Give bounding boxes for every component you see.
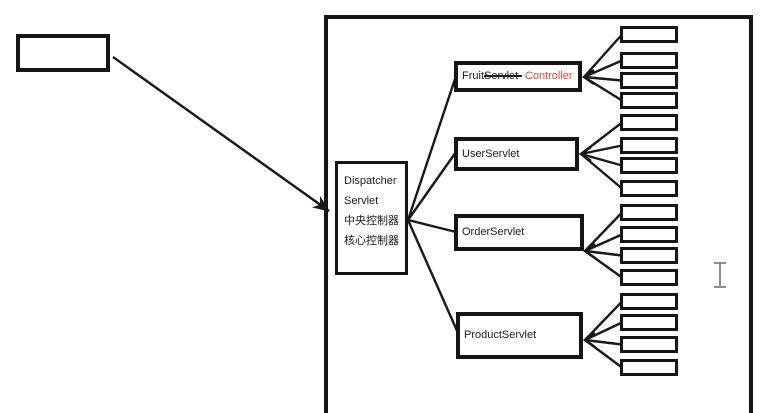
connector-line [584, 300, 623, 341]
connector-line [583, 75, 623, 102]
endpoint-box [620, 314, 678, 331]
dispatcher-servlet-box: Dispatcher Servlet 中央控制器 核心控制器 [335, 161, 408, 275]
product-servlet-label: ProductServlet [464, 329, 537, 341]
connector-line [406, 75, 458, 221]
connector-line [580, 152, 623, 167]
endpoint-box [620, 247, 678, 264]
fruit-label-annotation: Controller [524, 70, 573, 82]
connector-line [584, 249, 623, 257]
order-servlet-label: OrderServlet [462, 226, 525, 238]
order-servlet-box: OrderServlet [454, 214, 584, 251]
connector-line [583, 75, 623, 82]
source-box [16, 34, 110, 72]
connector-line [583, 33, 623, 78]
endpoint-box [620, 114, 678, 131]
connector-line [583, 59, 623, 79]
endpoint-box [620, 72, 678, 89]
connector-line [584, 233, 623, 253]
endpoint-box [620, 26, 678, 43]
connector-line [584, 211, 623, 252]
connector-line [406, 219, 460, 334]
endpoint-box [620, 92, 678, 109]
connector-line [584, 338, 623, 346]
endpoint-box [620, 137, 678, 154]
dispatcher-label-line: 中央控制器 [344, 215, 399, 227]
connector-line [407, 151, 457, 221]
user-servlet-label: UserServlet [462, 147, 520, 160]
endpoint-box [620, 226, 678, 243]
endpoint-box [620, 157, 678, 174]
connector-lines-group [406, 33, 623, 369]
outer-frame [324, 15, 753, 413]
endpoint-box [620, 269, 678, 286]
dispatcher-label-line: 核心控制器 [344, 235, 399, 247]
fruit-label-struck: Servlet- [484, 70, 522, 82]
endpoint-box [620, 180, 678, 197]
dispatcher-label-line: Servlet [344, 195, 379, 207]
fruit-label-prefix: Fruit [462, 70, 484, 82]
connector-line [580, 144, 623, 156]
endpoint-box [620, 293, 678, 310]
endpoint-box [620, 336, 678, 353]
connector-line [580, 121, 623, 155]
product-servlet-box: ProductServlet [456, 312, 583, 359]
connector-line [580, 153, 623, 190]
connector-line [584, 339, 623, 369]
endpoint-box [620, 52, 678, 69]
connector-line [584, 321, 623, 342]
endpoint-box [620, 359, 678, 376]
text-cursor-icon [714, 262, 726, 288]
request-arrow [112, 56, 330, 212]
connector-line [584, 250, 623, 279]
dispatcher-label-line: Dispatcher [344, 175, 397, 187]
connector-line [407, 218, 457, 234]
user-servlet-box: UserServlet [454, 137, 579, 171]
endpoint-box [620, 204, 678, 221]
